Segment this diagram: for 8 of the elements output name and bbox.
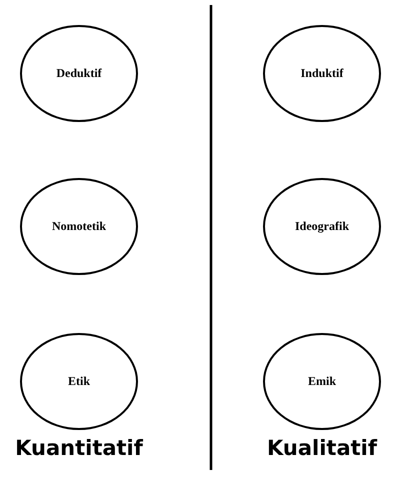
node-label: Emik xyxy=(308,374,336,389)
node-label: Etik xyxy=(68,374,90,389)
node-label: Induktif xyxy=(300,66,344,81)
node-label: Ideografik xyxy=(295,219,349,234)
node-label: Nomotetik xyxy=(52,219,106,234)
column-heading: Kualitatif xyxy=(267,436,377,460)
column-heading: Kuantitatif xyxy=(15,436,143,460)
node-label: Deduktif xyxy=(56,66,102,81)
